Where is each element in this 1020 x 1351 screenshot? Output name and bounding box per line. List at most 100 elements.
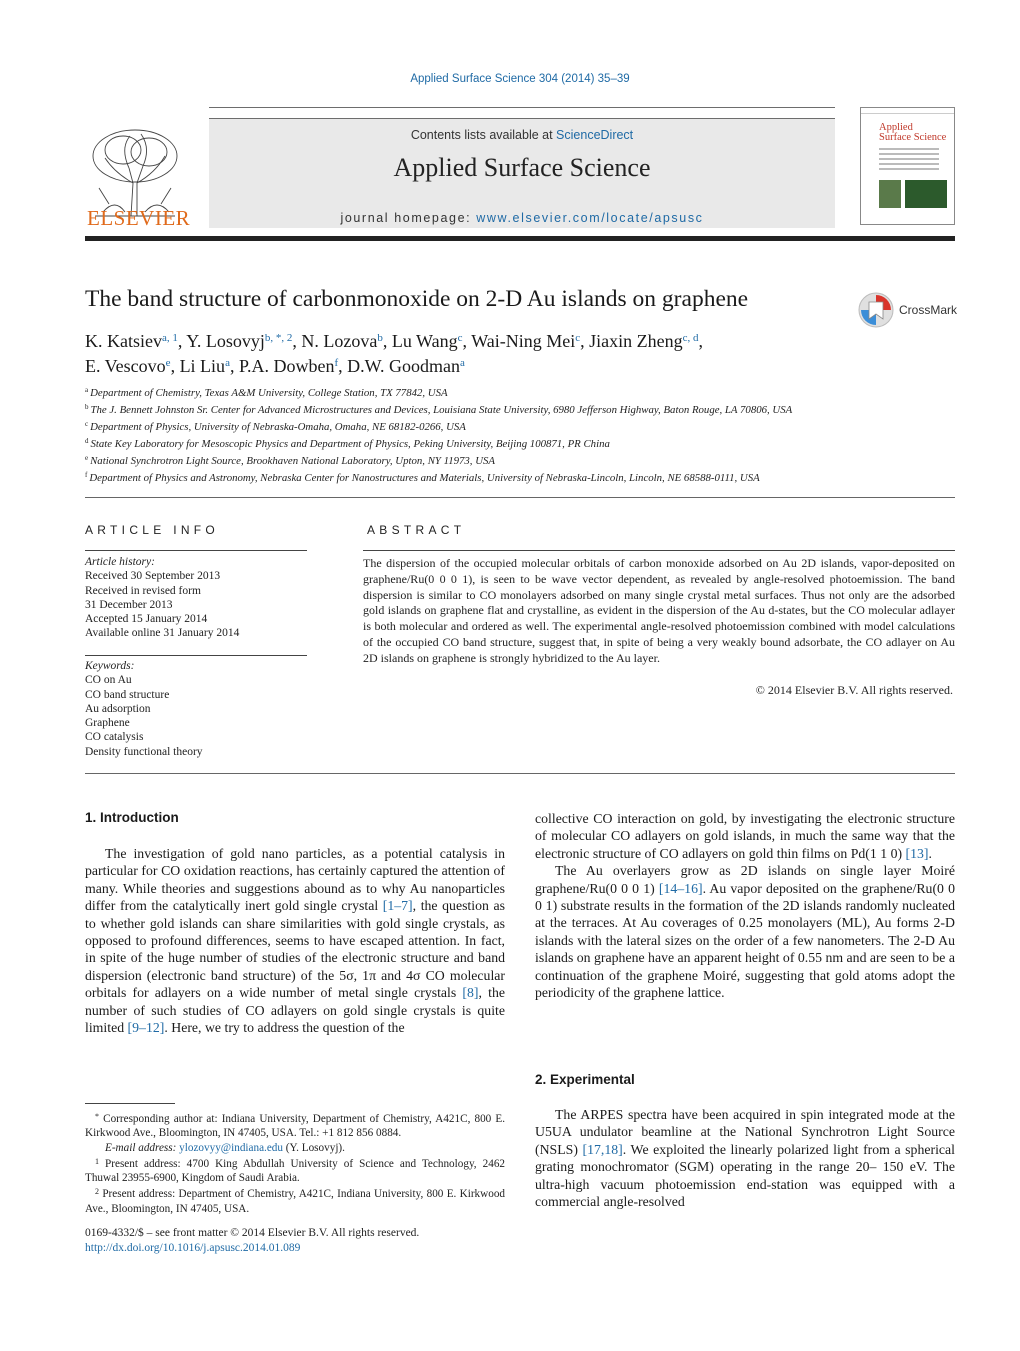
affiliation-rule <box>85 497 955 498</box>
footnote-text: Present address: Department of Chemistry… <box>85 1188 506 1215</box>
homepage-line: journal homepage: www.elsevier.com/locat… <box>209 211 835 225</box>
footnote-text: Present address: 4700 King Abdullah Univ… <box>85 1157 506 1185</box>
contents-prefix: Contents lists available at <box>410 128 557 142</box>
email-link[interactable]: ylozovyy@indiana.edu <box>179 1141 283 1154</box>
crossmark-badge[interactable]: CrossMark <box>857 291 957 329</box>
front-matter-block: 0169-4332/$ – see front matter © 2014 El… <box>85 1226 419 1255</box>
author-affiliation-mark[interactable]: b, *, 2 <box>264 332 293 344</box>
author-name[interactable]: N. Lozova <box>301 331 378 351</box>
author-affiliation-mark[interactable]: a, 1 <box>161 332 178 344</box>
citation-link[interactable]: [13] <box>905 845 929 861</box>
cover-title-line2: Surface Science <box>879 132 947 143</box>
footnote-2: 2 Present address: Department of Chemist… <box>85 1185 505 1216</box>
author-name[interactable]: K. Katsiev <box>85 331 162 351</box>
history-label: Article history: <box>85 556 155 568</box>
affiliation-text: National Synchrotron Light Source, Brook… <box>90 455 495 467</box>
affiliation-key: c <box>85 420 89 428</box>
abstract-text: The dispersion of the occupied molecular… <box>363 556 955 665</box>
info-rule-top <box>85 550 307 551</box>
journal-citation[interactable]: Applied Surface Science 304 (2014) 35–39 <box>410 73 630 85</box>
banner-top-rule <box>209 107 835 108</box>
info-rule-mid <box>85 655 307 656</box>
text-run: The Au overlayers grow as 2D islands on … <box>535 863 955 896</box>
intro-paragraph: The investigation of gold nano particles… <box>85 845 505 1036</box>
author-name[interactable]: P.A. Dowben <box>238 356 335 376</box>
history-item: Accepted 15 January 2014 <box>85 613 208 626</box>
experimental-body: The ARPES spectra have been acquired in … <box>535 1106 955 1210</box>
cover-top-band <box>861 108 954 114</box>
author-affiliation-mark[interactable]: c <box>575 332 581 344</box>
history-item: Available online 31 January 2014 <box>85 627 240 640</box>
author-name[interactable]: Jiaxin Zheng <box>589 331 683 351</box>
keyword-item: Density functional theory <box>85 745 203 758</box>
section-heading-experimental: 2. Experimental <box>535 1072 635 1087</box>
cover-image-right <box>905 180 947 208</box>
affiliation-text: State Key Laboratory for Mesoscopic Phys… <box>90 438 610 450</box>
homepage-prefix: journal homepage: <box>340 211 477 225</box>
article-history: Article history: Received 30 September 2… <box>85 555 239 641</box>
history-item: Received in revised form <box>85 584 201 597</box>
citation-link[interactable]: [8] <box>462 985 479 1001</box>
cover-title-line1: Applied <box>879 122 913 133</box>
citation-link[interactable]: [14–16] <box>658 880 703 896</box>
text-run: , the question as to whether gold island… <box>85 898 505 1001</box>
citation-link[interactable]: [9–12] <box>127 1020 165 1036</box>
homepage-link[interactable]: www.elsevier.com/locate/apsusc <box>476 211 704 225</box>
author-affiliation-mark[interactable]: f <box>334 357 339 369</box>
affiliation-text: Department of Physics and Astronomy, Neb… <box>89 472 760 484</box>
author-name[interactable]: Lu Wang <box>391 331 458 351</box>
history-item: Received 30 September 2013 <box>85 570 221 583</box>
author-affiliation-mark[interactable]: a <box>225 357 230 369</box>
affiliation-key: e <box>85 454 89 462</box>
citation-link[interactable]: [17,18] <box>582 1141 623 1157</box>
author-affiliation-mark[interactable]: c <box>457 332 463 344</box>
author-list: K. Katsieva, 1, Y. Losovyjb, *, 2, N. Lo… <box>85 331 703 376</box>
header-thick-rule <box>85 236 955 241</box>
journal-title: Applied Surface Science <box>393 153 651 182</box>
cover-image-left <box>879 180 901 208</box>
keyword-item: Au adsorption <box>85 702 151 715</box>
abstract-copyright: © 2014 Elsevier B.V. All rights reserved… <box>755 683 953 697</box>
affiliation-text: Department of Physics, University of Neb… <box>90 421 466 433</box>
author-name[interactable]: D.W. Goodman <box>347 356 460 376</box>
footnote-email: E-mail address: ylozovyy@indiana.edu (Y.… <box>85 1141 505 1155</box>
author-affiliation-mark[interactable]: c, d <box>682 332 699 344</box>
author-affiliation-mark[interactable]: b <box>377 332 383 344</box>
citation-link[interactable]: [1–7] <box>382 898 413 914</box>
elsevier-wordmark[interactable]: ELSEVIER <box>87 206 191 230</box>
author-name[interactable]: E. Vescovo <box>85 356 166 376</box>
contents-line: Contents lists available at ScienceDirec… <box>209 128 835 142</box>
author-affiliation-mark[interactable]: a <box>459 357 465 369</box>
experimental-paragraph: The ARPES spectra have been acquired in … <box>535 1106 955 1210</box>
author-name[interactable]: Y. Losovyj <box>186 331 265 351</box>
text-run: . Here, we try to address the question o… <box>164 1020 405 1036</box>
footnote-rule <box>85 1103 175 1104</box>
elsevier-tree-logo <box>92 129 178 217</box>
history-item: 31 December 2013 <box>85 598 173 611</box>
sciencedirect-link[interactable]: ScienceDirect <box>556 128 634 142</box>
continued-paragraph: collective CO interaction on gold, by in… <box>535 810 955 862</box>
text-run: , the number of such studies of CO adlay… <box>85 985 505 1036</box>
author-name[interactable]: Li Liu <box>179 356 226 376</box>
keyword-item: CO band structure <box>85 688 170 701</box>
author-name[interactable]: Wai-Ning Mei <box>471 331 576 351</box>
doi-link[interactable]: http://dx.doi.org/10.1016/j.apsusc.2014.… <box>85 1241 301 1254</box>
affiliation-key: d <box>85 437 89 445</box>
introduction-body: The investigation of gold nano particles… <box>85 845 505 1036</box>
article-info-heading: ARTICLE INFO <box>85 523 220 537</box>
footnote-corresponding: * Corresponding author at: Indiana Unive… <box>85 1110 505 1141</box>
footnote-mark: * <box>95 1112 99 1121</box>
cover-text-lines <box>879 148 939 173</box>
text-run: . We exploited the linearly polarized li… <box>535 1141 955 1210</box>
author-affiliation-mark[interactable]: e <box>165 357 171 369</box>
affiliation-key: b <box>85 403 89 411</box>
